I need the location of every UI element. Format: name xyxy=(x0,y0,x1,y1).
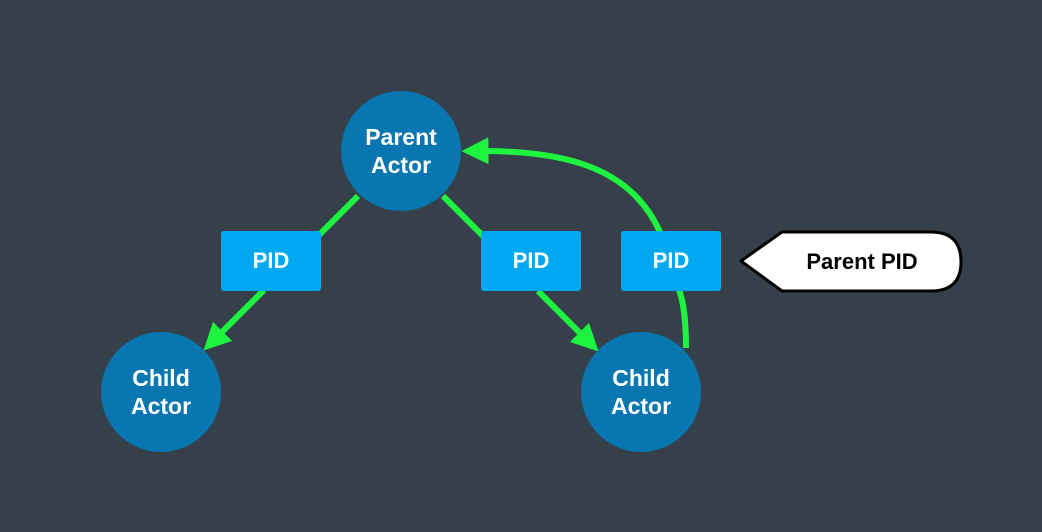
child-actor-right-label-line2: Actor xyxy=(610,393,672,419)
callout-outline xyxy=(739,230,963,293)
parent-pid-callout-label: Parent PID xyxy=(806,249,918,274)
parent-actor-node: Parent Actor xyxy=(341,91,461,211)
child-actor-left-label-line1: Child xyxy=(132,365,190,391)
pid-box-right: PID xyxy=(621,231,721,291)
edge-left-pid-to-left-child xyxy=(203,287,267,351)
child-actor-right-node: Child Actor xyxy=(581,332,701,452)
edge-parent-to-middle-pid xyxy=(440,193,487,240)
pid-box-left: PID xyxy=(221,231,321,291)
child-actor-right-label-line1: Child xyxy=(612,365,670,391)
pid-box-middle: PID xyxy=(481,231,581,291)
parent-actor-label-line1: Parent xyxy=(365,124,437,150)
parent-actor-label-line2: Actor xyxy=(370,152,432,178)
edge-right-child-to-parent xyxy=(475,151,689,349)
edge-parent-to-left-pid xyxy=(315,193,361,239)
child-actor-left-node: Child Actor xyxy=(101,332,221,452)
child-actor-left-label-line2: Actor xyxy=(130,393,192,419)
edge-middle-pid-to-right-child xyxy=(535,288,599,352)
